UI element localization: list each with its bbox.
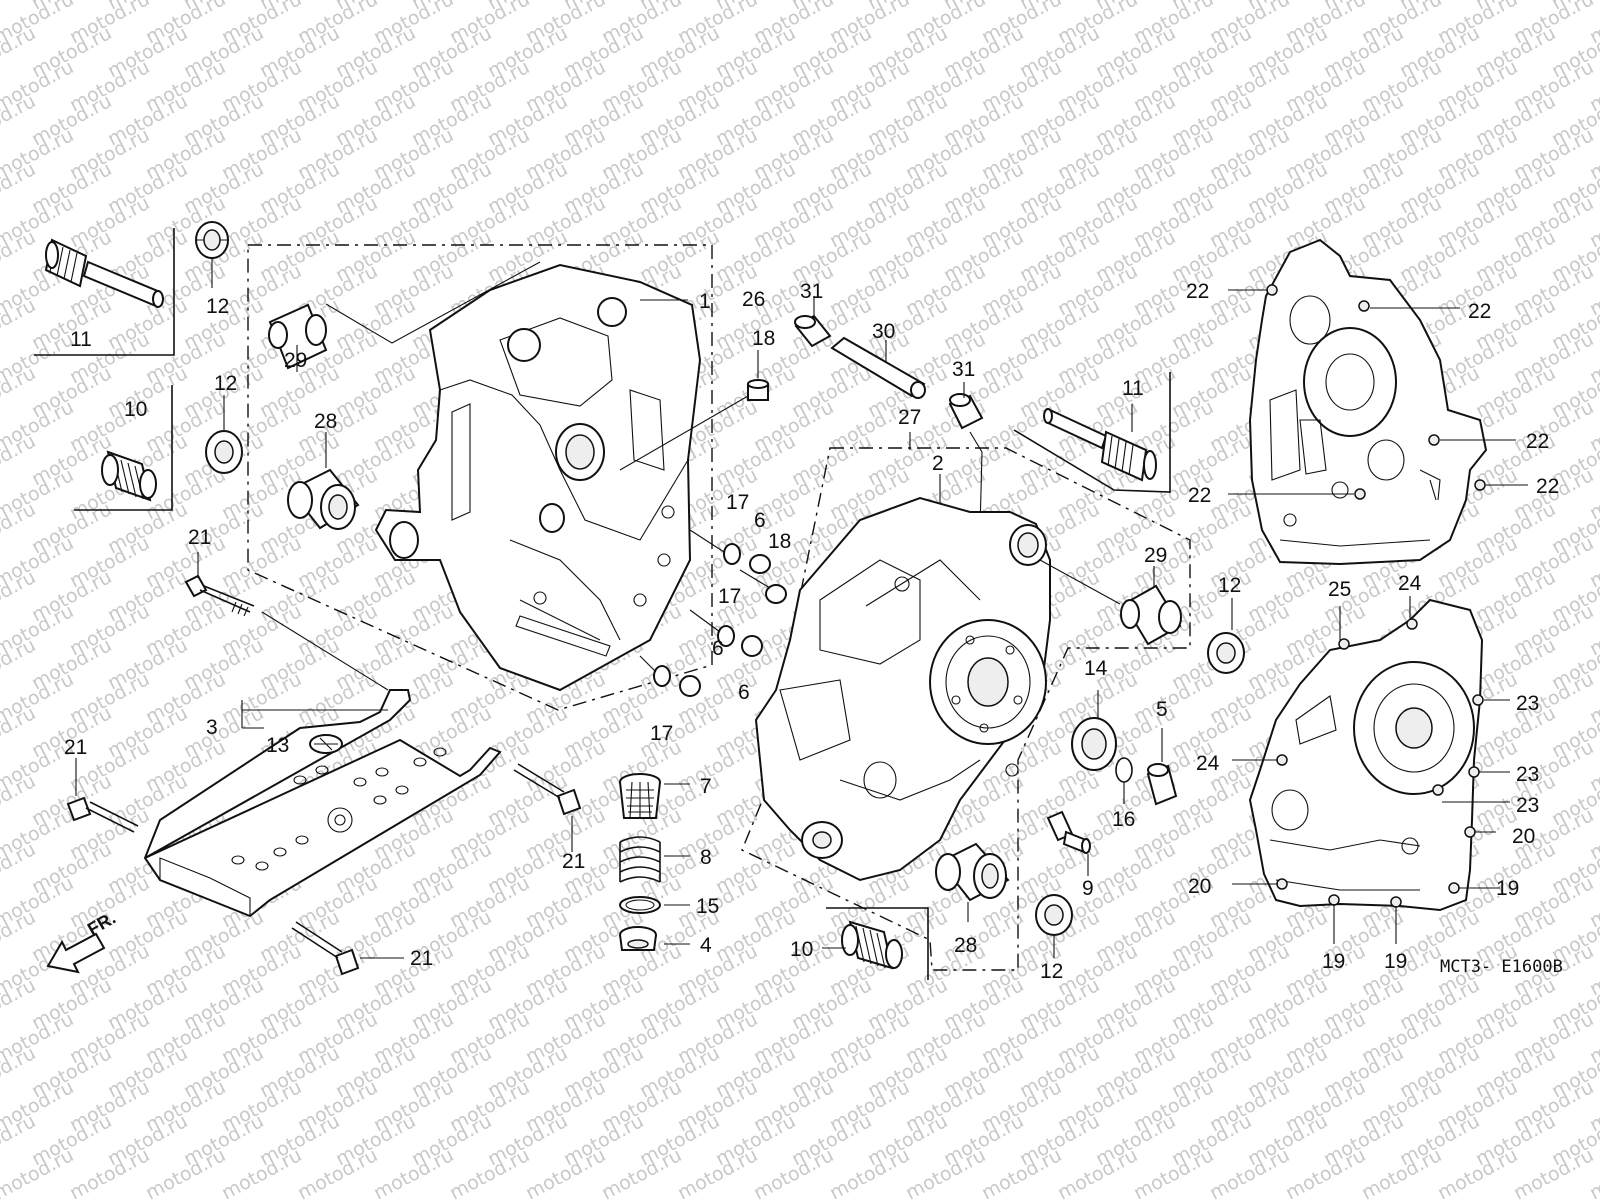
callout-25: 25: [1328, 578, 1351, 601]
part-14-oil-seal: [1071, 717, 1117, 771]
callout-23-c: 23: [1516, 794, 1539, 817]
callout-11-b: 11: [1122, 377, 1144, 400]
callout-15: 15: [696, 895, 719, 918]
callout-6-b: 6: [712, 637, 724, 660]
callout-23-b: 23: [1516, 763, 1539, 786]
callout-10-b: 10: [790, 938, 813, 961]
part-4-drain-plug: [619, 926, 657, 951]
callout-19-a: 19: [1496, 877, 1519, 900]
callout-7: 7: [700, 775, 712, 798]
part-15-oring: [619, 896, 661, 914]
callout-12-c: 12: [1218, 574, 1241, 597]
callout-22-d: 22: [1188, 484, 1211, 507]
callout-12-b: 12: [214, 372, 237, 395]
callout-17-c: 17: [650, 722, 673, 745]
callout-31-b: 31: [952, 358, 975, 381]
callout-1: 1: [699, 290, 711, 313]
callout-19-b: 19: [1322, 950, 1345, 973]
callout-21-d: 21: [410, 947, 433, 970]
part-6-dowel-b: [741, 635, 763, 657]
part-10-pinion-b: [841, 920, 903, 970]
callout-21-c: 21: [562, 850, 585, 873]
callout-22-e: 22: [1536, 475, 1559, 498]
callout-8: 8: [700, 846, 712, 869]
callout-20-b: 20: [1188, 875, 1211, 898]
callout-5: 5: [1156, 698, 1168, 721]
callout-29-a: 29: [284, 349, 307, 372]
right-crankcase-cover-top: [1248, 238, 1488, 566]
callout-31-a: 31: [800, 280, 823, 303]
callout-21-b: 21: [64, 736, 87, 759]
part-12-grommet-b: [205, 430, 243, 474]
callout-4: 4: [700, 934, 712, 957]
callout-27: 27: [898, 406, 921, 429]
callout-19-c: 19: [1384, 950, 1407, 973]
part-13-rubber-pad: [309, 734, 343, 754]
part-17-oring-c: [653, 665, 671, 687]
callout-9: 9: [1082, 877, 1094, 900]
callout-6-a: 6: [754, 509, 766, 532]
part-12-grommet-a: [195, 221, 229, 259]
callout-10-a: 10: [124, 398, 147, 421]
diagram-code: MCT3- E1600B: [1440, 957, 1563, 977]
callout-21-a: 21: [188, 526, 211, 549]
callout-2: 2: [932, 452, 944, 475]
callout-20-a: 20: [1512, 825, 1535, 848]
callout-18-a: 18: [752, 327, 775, 350]
callout-23-a: 23: [1516, 692, 1539, 715]
callout-22-a: 22: [1186, 280, 1209, 303]
callout-29-b: 29: [1144, 544, 1167, 567]
part-17-oring-a: [723, 543, 741, 565]
callout-30: 30: [872, 320, 895, 343]
callout-17-b: 17: [718, 585, 741, 608]
callout-24-a: 24: [1398, 572, 1422, 595]
callout-3: 3: [206, 716, 218, 739]
callout-24-b: 24: [1196, 752, 1220, 775]
callout-17-a: 17: [726, 491, 749, 514]
callout-22-b: 22: [1468, 300, 1491, 323]
callout-18-b: 18: [768, 530, 791, 553]
callout-6-c: 6: [738, 681, 750, 704]
part-6-dowel-a: [749, 554, 771, 574]
part-18-dowel-a: [747, 379, 769, 401]
part-6-dowel-c: [679, 675, 701, 697]
callout-11-a: 11: [70, 328, 92, 351]
callout-22-c: 22: [1526, 430, 1549, 453]
callout-28-b: 28: [954, 934, 977, 957]
part-7-oil-strainer: [619, 773, 661, 819]
part-12-grommet-d: [1035, 894, 1073, 936]
callout-13: 13: [266, 734, 289, 757]
callout-28-a: 28: [314, 410, 337, 433]
callout-12-d: 12: [1040, 960, 1063, 983]
callout-14: 14: [1084, 657, 1108, 680]
callout-26: 26: [742, 288, 765, 311]
part-12-grommet-c: [1207, 632, 1245, 674]
callout-16: 16: [1112, 808, 1135, 831]
callout-12-a: 12: [206, 295, 229, 318]
